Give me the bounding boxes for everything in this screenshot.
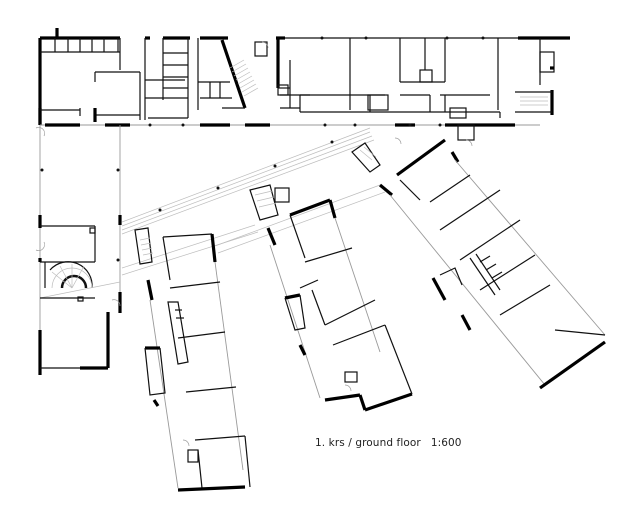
- wing-1: [134, 227, 251, 492]
- wing-3: [351, 138, 606, 390]
- diagonal-walkway: [121, 127, 386, 276]
- door-swings: [35, 41, 473, 447]
- floor-label: 1. krs / ground floor: [315, 437, 421, 449]
- scale-label: 1:600: [430, 437, 462, 449]
- wing-2: [249, 184, 413, 412]
- drawing-caption: 1. krs / ground floor 1:600: [315, 437, 462, 449]
- north-block: [38, 28, 570, 141]
- west-hall: [38, 125, 122, 375]
